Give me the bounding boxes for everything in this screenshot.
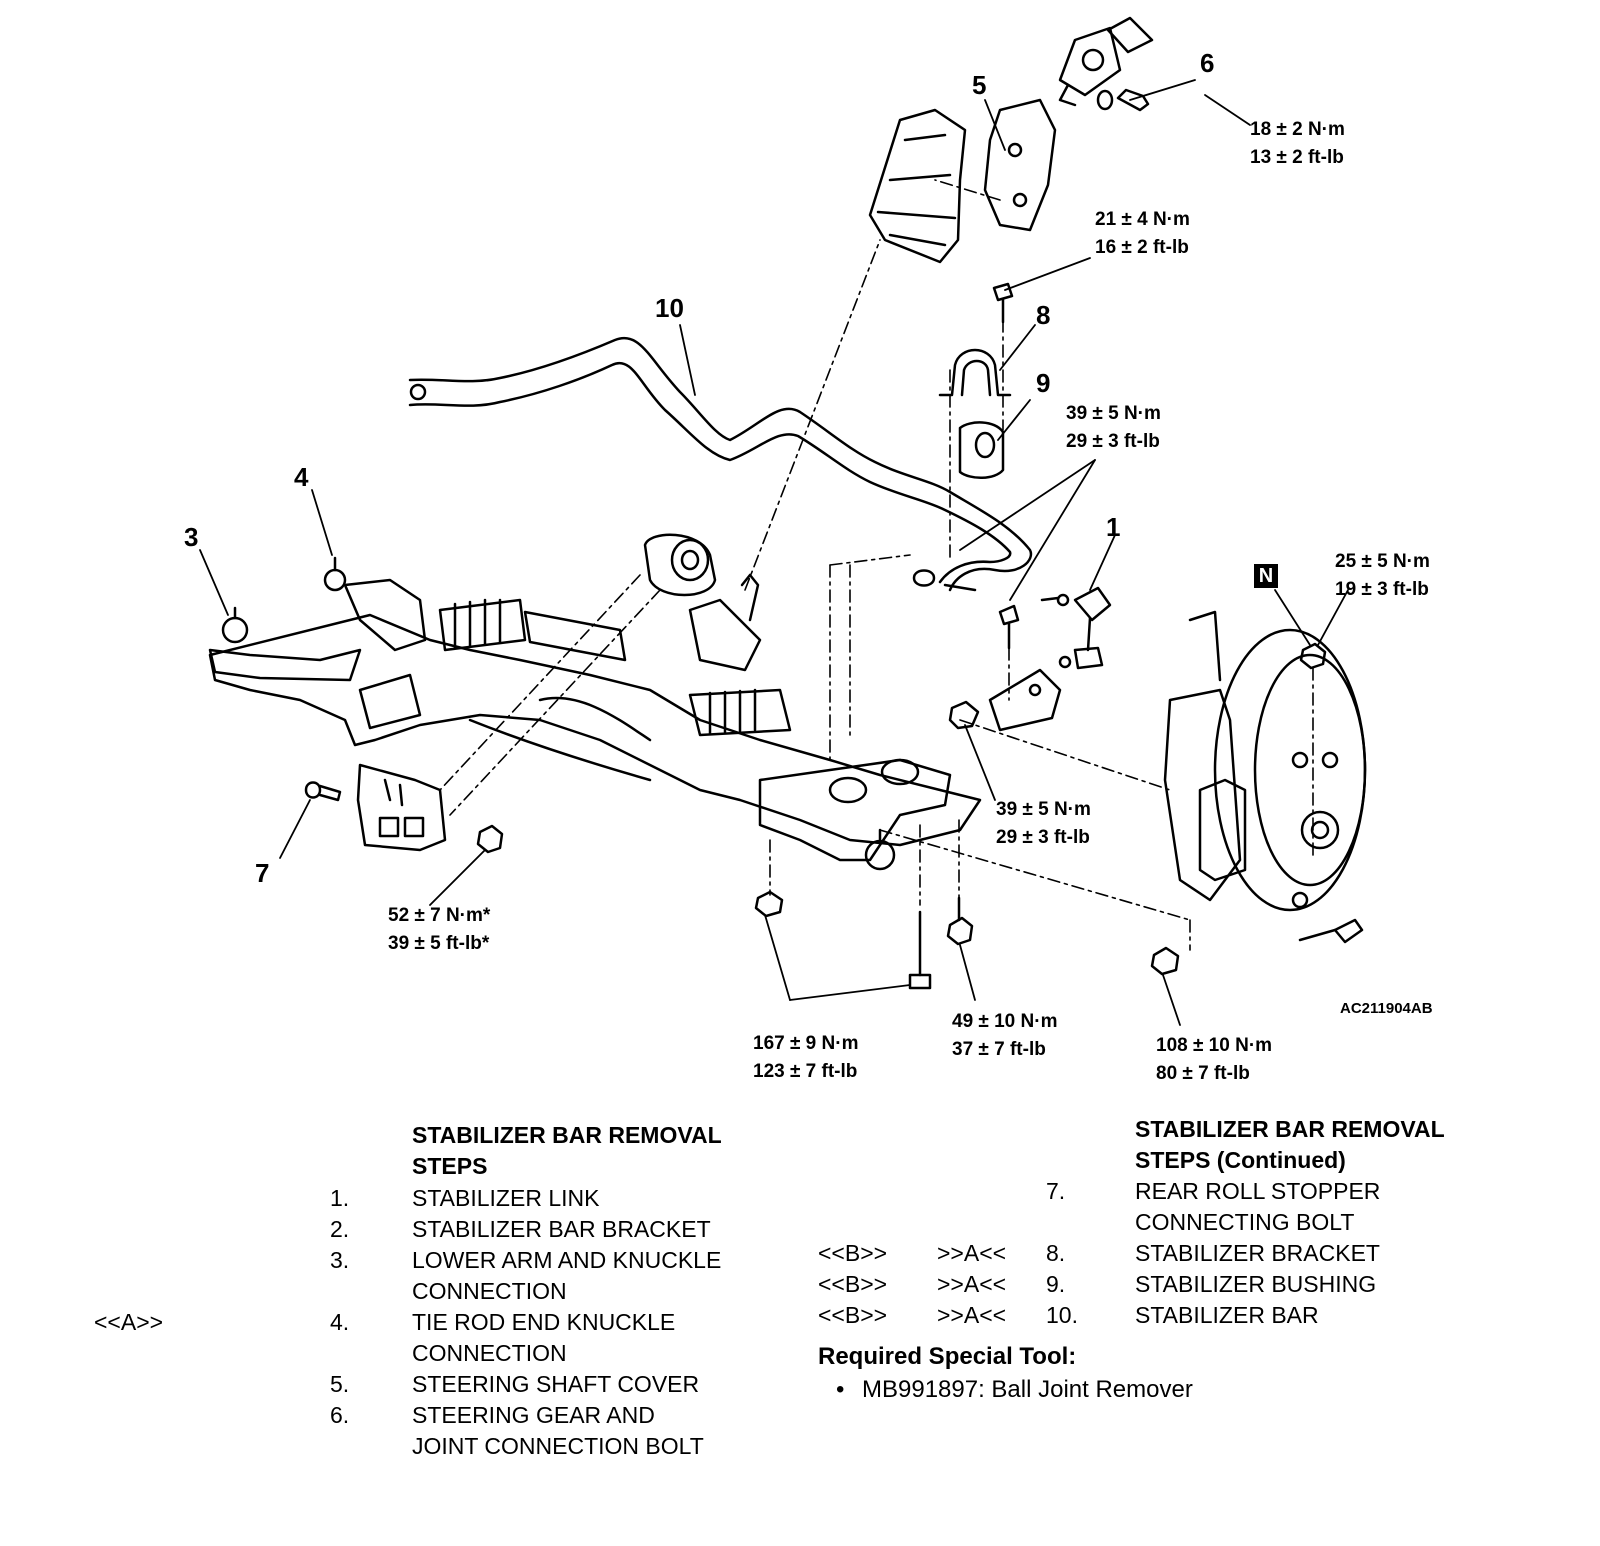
stabilizer-bar [408,336,1033,592]
step-2-number: 2. [330,1216,350,1242]
step-2-label: STABILIZER BAR BRACKET [412,1216,711,1242]
steering-shaft-joint [1058,16,1154,107]
callout-8: 8 [1036,300,1051,330]
non-reusable-nut-marker: N [1254,564,1278,588]
step-8-number: 8. [1046,1240,1066,1266]
stabilizer-link [1040,586,1112,670]
callout-5: 5 [972,70,987,100]
steps-continued-heading: STABILIZER BAR REMOVAL STEPS (Continued) [1135,1116,1445,1173]
right-lower-arm [758,758,952,871]
roll-stopper-nut [476,824,504,854]
special-tool-bullet: • [836,1376,845,1403]
step-3-number: 3. [330,1247,350,1273]
figure-code: AC211904AB [1340,1000,1433,1017]
step-9-number: 9. [1046,1271,1066,1297]
joint-connection-bolt [1096,88,1150,112]
roll-stopper-bolt [304,781,342,802]
step-10-label: STABILIZER BAR [1135,1302,1319,1328]
step-8-install-mark: <<B>> [818,1240,888,1266]
rear-roll-stopper-bracket [356,763,447,852]
crossmember-bolts [754,890,974,990]
knuckle-nut [1150,946,1180,976]
step-4-number: 4. [330,1309,350,1335]
step-9-removal-mark: >>A<< [937,1271,1007,1297]
step-9-label: STABILIZER BUSHING [1135,1271,1377,1297]
step-8-label: STABILIZER BRACKET [1135,1240,1380,1266]
exploded-view-diagram [199,16,1367,1026]
link-bolts [912,569,1020,650]
step-4-service-mark: <<A>> [94,1309,164,1335]
step-4-label: TIE ROD END KNUCKLE CONNECTION [412,1309,676,1366]
knuckle-and-brake [1163,610,1367,912]
joint-plate [983,98,1057,232]
step-10-number: 10. [1046,1302,1078,1328]
leader-lines [199,79,1349,1026]
mount-nut [948,700,980,730]
callout-7: 7 [255,858,270,888]
callout-10: 10 [655,293,684,323]
step-8-removal-mark: >>A<< [937,1240,1007,1266]
steering-shaft-cover [868,108,967,264]
step-1-number: 1. [330,1185,350,1211]
crossmember [208,613,982,847]
step-6-number: 6. [330,1402,350,1428]
special-tool-item: MB991897: Ball Joint Remover [862,1376,1193,1403]
callout-3: 3 [184,522,199,552]
callout-6: 6 [1200,48,1215,78]
knuckle-bolt [1298,918,1364,944]
step-7-label: REAR ROLL STOPPER CONNECTING BOLT [1135,1178,1381,1235]
special-tool-heading: Required Special Tool: [818,1343,1077,1370]
step-7-number: 7. [1046,1178,1066,1204]
callout-9: 9 [1036,368,1051,398]
step-5-label: STEERING SHAFT COVER [412,1371,700,1397]
stabilizer-bracket [938,282,1014,397]
left-lower-arm [208,556,427,682]
step-5-number: 5. [330,1371,350,1397]
steps-heading: STABILIZER BAR REMOVAL STEPS [412,1122,722,1179]
stabilizer-bushing [958,421,1005,479]
roll-stopper-bushing [643,533,717,597]
callout-4: 4 [294,462,309,492]
step-10-removal-mark: >>A<< [937,1302,1007,1328]
step-1-label: STABILIZER LINK [412,1185,600,1211]
step-10-install-mark: <<B>> [818,1302,888,1328]
torque-spec-roll-stopper: 52 ± 7 N·m*39 ± 5 ft-lb* [388,905,491,954]
callout-1: 1 [1106,512,1121,542]
assembly-lines [439,179,1314,951]
steering-rack [438,573,792,737]
tie-rod-nut [1299,642,1327,670]
step-6-label: STEERING GEAR AND JOINT CONNECTION BOLT [412,1402,704,1459]
step-3-label: LOWER ARM AND KNUCKLE CONNECTION [412,1247,722,1304]
step-9-install-mark: <<B>> [818,1271,888,1297]
mount-plate [988,668,1062,732]
